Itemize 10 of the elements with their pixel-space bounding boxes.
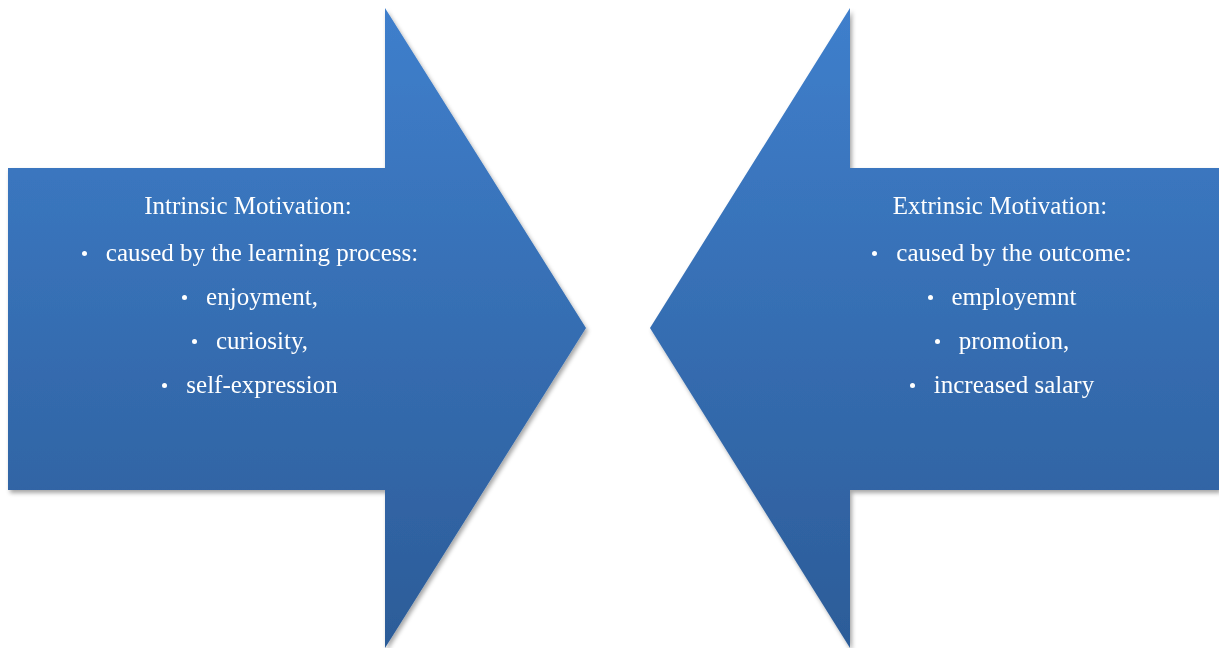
bullet-item: curiosity, [187,326,309,355]
bullet-item: caused by the outcome: [868,238,1132,267]
heading: Intrinsic Motivation: [144,191,352,220]
bullet-item: self-expression [158,370,338,399]
bullet-item: promotion, [930,326,1070,355]
bullet-item: employemnt [923,282,1077,311]
heading: Extrinsic Motivation: [892,191,1108,220]
bullet-item: caused by the learning process: [77,238,419,267]
bullet-item: enjoyment, [178,282,318,311]
bullet-item: increased salary [905,370,1095,399]
